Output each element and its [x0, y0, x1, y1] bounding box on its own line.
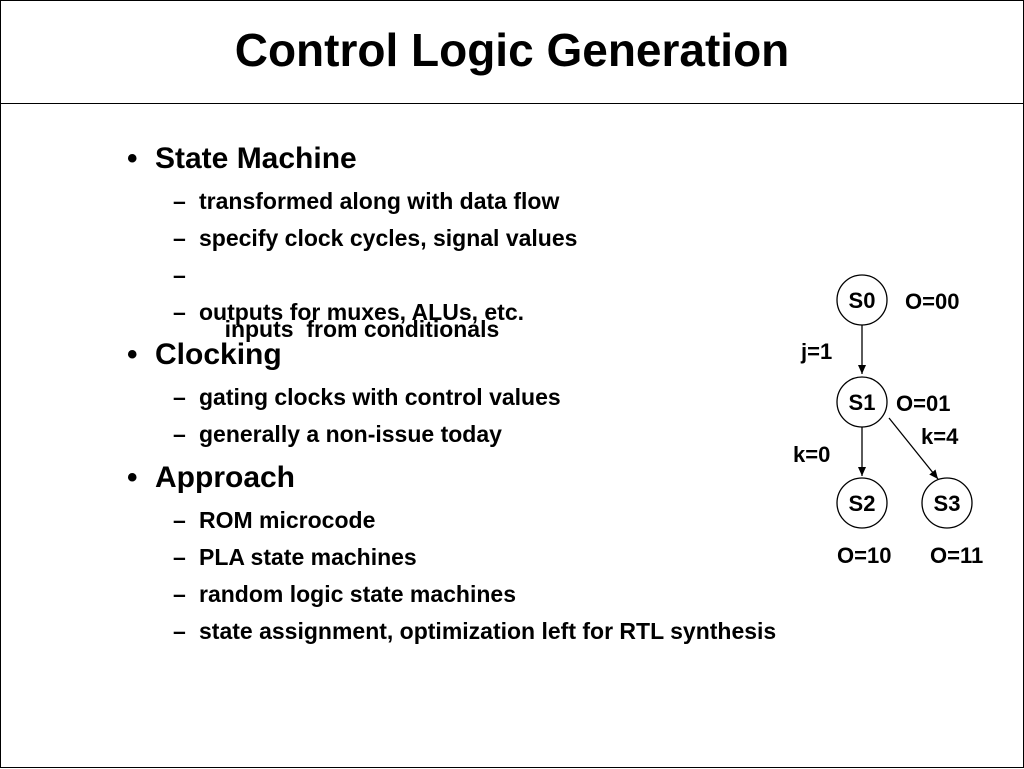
transition-label-k4: k=4: [921, 424, 959, 449]
transition-label-k0: k=0: [793, 442, 830, 467]
sub-item-text: generally a non-issue today: [199, 421, 502, 447]
sub-item: – inputs from conditionals: [173, 262, 500, 370]
dash-icon: –: [173, 262, 186, 288]
dash-icon: –: [173, 188, 186, 214]
sub-item-text: random logic state machines: [199, 581, 516, 607]
sub-item-text: specify clock cycles, signal values: [199, 225, 578, 251]
state-s0-label: S0: [849, 288, 876, 313]
sub-item: – random logic state machines: [173, 581, 516, 608]
dash-icon: –: [173, 299, 186, 325]
sub-item-text: ROM microcode: [199, 507, 376, 533]
sub-item: – ROM microcode: [173, 507, 376, 534]
dash-icon: –: [173, 421, 186, 447]
dash-icon: –: [173, 618, 186, 644]
output-s1: O=01: [896, 391, 950, 416]
sub-item: – state assignment, optimization left fo…: [173, 618, 777, 645]
state-s2: S2: [836, 477, 888, 529]
output-s0: O=00: [905, 289, 959, 314]
bullet-clocking: • Clocking: [127, 338, 282, 372]
state-s1-label: S1: [849, 390, 876, 415]
dash-icon: –: [173, 384, 186, 410]
bullet-icon: •: [127, 461, 138, 494]
sub-item-text: PLA state machines: [199, 544, 417, 570]
bullet-state-machine: • State Machine: [127, 142, 357, 176]
dash-icon: –: [173, 507, 186, 533]
transition-label-j1: j=1: [800, 339, 832, 364]
dash-icon: –: [173, 225, 186, 251]
title-bar: Control Logic Generation: [1, 1, 1023, 104]
sub-item: – transformed along with data flow: [173, 188, 560, 215]
sub-item-text: gating clocks with control values: [199, 384, 561, 410]
state-s2-label: S2: [849, 491, 876, 516]
slide-title: Control Logic Generation: [234, 24, 790, 76]
bullet-approach: • Approach: [127, 461, 296, 495]
state-s1: S1: [836, 376, 888, 428]
output-s3: O=11: [930, 543, 983, 568]
bullet-heading: Clocking: [155, 338, 282, 371]
state-s0: S0: [836, 274, 888, 326]
sub-item-text: state assignment, optimization left for …: [199, 618, 777, 644]
output-s2: O=10: [837, 543, 891, 568]
sub-item-text: transformed along with data flow: [199, 188, 560, 214]
bullet-heading: State Machine: [155, 142, 357, 175]
state-s3: S3: [921, 477, 973, 529]
sub-item: – gating clocks with control values: [173, 384, 561, 411]
sub-item: – PLA state machines: [173, 544, 417, 571]
bullet-icon: •: [127, 338, 138, 371]
sub-item-text: outputs for muxes, ALUs, etc.: [199, 299, 525, 325]
bullet-heading: Approach: [155, 461, 296, 494]
bullet-icon: •: [127, 142, 138, 175]
transition-s1-s3-arrow: [888, 417, 939, 480]
sub-item: – outputs for muxes, ALUs, etc.: [173, 299, 525, 326]
state-s3-label: S3: [934, 491, 961, 516]
sub-item: – specify clock cycles, signal values: [173, 225, 578, 252]
dash-icon: –: [173, 581, 186, 607]
sub-item-text: inputs from conditionals: [224, 316, 500, 342]
dash-icon: –: [173, 544, 186, 570]
sub-item: – generally a non-issue today: [173, 421, 502, 448]
